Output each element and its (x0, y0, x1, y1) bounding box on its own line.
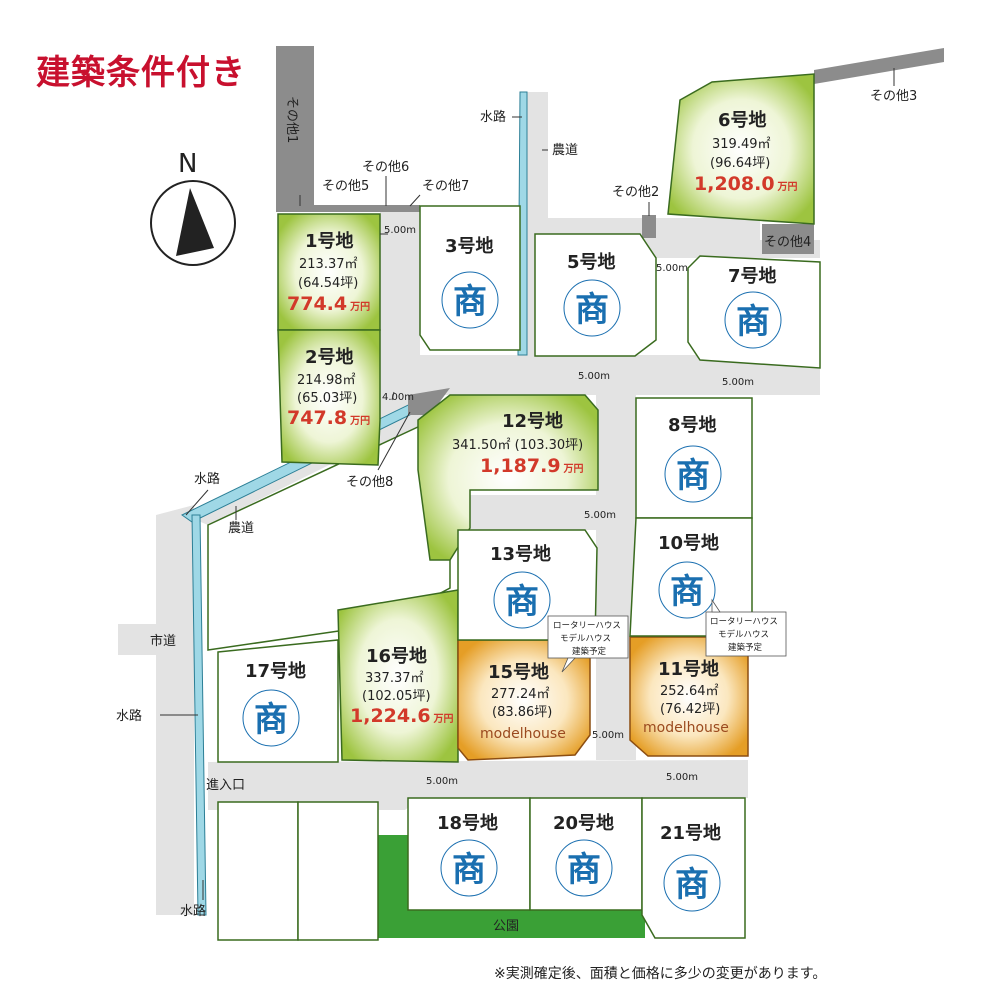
width-6: 5.00m (584, 510, 616, 521)
lot-7-name: 7号地 (728, 265, 777, 287)
label-suiro-left: 水路 (116, 708, 142, 724)
lot-2-area-tsubo: (65.03坪) (297, 391, 357, 406)
lot-15-modelhouse: modelhouse (480, 726, 566, 742)
lot-11-area-m2: 252.64㎡ (660, 684, 719, 699)
lot-21-name: 21号地 (660, 822, 721, 844)
green-lots (277, 73, 815, 763)
width-4: 5.00m (722, 377, 754, 388)
lot-15-area-m2: 277.24㎡ (491, 687, 550, 702)
lot-21-shop-icon: 商 (675, 865, 709, 905)
label-noudou-mid: 農道 (228, 521, 254, 536)
width-3: 5.00m (578, 371, 610, 382)
footnote: ※実測確定後、面積と価格に多少の変更があります。 (494, 965, 826, 982)
lot-15-area-tsubo: (83.86坪) (492, 705, 552, 720)
lot-8-shop-icon: 商 (676, 456, 710, 496)
label-suiro-top: 水路 (480, 109, 506, 125)
label-suiro-bottom: 水路 (180, 903, 206, 919)
lot-1-area-m2: 213.37㎡ (299, 257, 358, 272)
lot-17-name: 17号地 (245, 660, 306, 682)
lot-5-shop-icon: 商 (575, 290, 609, 330)
lot-11-area-tsubo: (76.42坪) (660, 702, 720, 717)
width-2: 5.00m (656, 263, 688, 274)
lot-20-name: 20号地 (553, 812, 614, 834)
label-sonota1: その他1 (284, 96, 299, 143)
lot-16-area-m2: 337.37㎡ (365, 671, 424, 686)
label-sonota3: その他3 (870, 89, 917, 104)
lot-6-area-m2: 319.49㎡ (712, 137, 771, 152)
width-5: 4.00m (382, 392, 414, 403)
lot-16-area-tsubo: (102.05坪) (362, 689, 431, 704)
road-widths: 5.00m 5.00m 5.00m 5.00m 4.00m 5.00m 5.00… (382, 225, 754, 787)
lot-2-name: 2号地 (305, 346, 354, 368)
lot-11-name: 11号地 (658, 658, 719, 680)
model-lots (457, 636, 749, 761)
lot-15-name: 15号地 (488, 661, 549, 683)
width-1: 5.00m (384, 225, 416, 236)
lot-10-shop-icon: 商 (670, 572, 704, 612)
lot-16-name: 16号地 (366, 645, 427, 667)
other-strips (276, 46, 944, 415)
north-compass-icon: N (150, 149, 236, 266)
park (378, 835, 645, 938)
width-9: 5.00m (666, 772, 698, 783)
unnamed-lots (207, 410, 451, 941)
lot-13-shop-icon: 商 (505, 582, 539, 622)
lot-10-name: 10号地 (658, 532, 719, 554)
label-kouen: 公園 (493, 919, 519, 934)
callout-15: ロータリーハウス モデルハウス 建築予定 (547, 615, 629, 673)
page-title: 建築条件付き (36, 53, 246, 93)
label-suiro-mid: 水路 (194, 471, 220, 487)
lot-11-modelhouse: modelhouse (643, 720, 729, 736)
label-sonota4: その他4 (764, 235, 811, 250)
lot-2-area-m2: 214.98㎡ (297, 373, 356, 388)
callout-11: ロータリーハウス モデルハウス 建築予定 (705, 598, 787, 657)
roads (118, 208, 820, 915)
callout-11-line2: モデルハウス (718, 629, 769, 640)
lot-12-area: 341.50㎡ (103.30坪) (452, 438, 583, 453)
label-sonota2: その他2 (612, 185, 659, 200)
width-8: 5.00m (426, 776, 458, 787)
compass-label: N (178, 149, 197, 179)
label-noudou-top: 農道 (552, 143, 578, 158)
lot-1-name: 1号地 (305, 230, 354, 252)
lot-18-shop-icon: 商 (452, 850, 486, 890)
width-7: 5.00m (592, 730, 624, 741)
callout-15-line3: 建築予定 (572, 646, 607, 657)
label-sonota6: その他6 (362, 160, 409, 175)
lot-1-area-tsubo: (64.54坪) (298, 276, 358, 291)
lot-6-area-tsubo: (96.64坪) (710, 156, 770, 171)
callout-15-line1: ロータリーハウス (553, 621, 621, 631)
lot-6-name: 6号地 (718, 109, 767, 131)
lot-8-name: 8号地 (668, 414, 717, 436)
label-sonota8: その他8 (346, 475, 393, 490)
label-shidou: 市道 (150, 633, 176, 649)
lot-17-shop-icon: 商 (254, 700, 288, 740)
callout-11-line1: ロータリーハウス (710, 617, 778, 627)
lot-5-name: 5号地 (567, 251, 616, 273)
label-shinyuuguchi: 進入口 (206, 778, 245, 793)
lot-18-name: 18号地 (437, 812, 498, 834)
callout-11-line3: 建築予定 (728, 642, 763, 653)
lot-20-shop-icon: 商 (567, 850, 601, 890)
callout-15-line2: モデルハウス (560, 633, 611, 644)
shop-lot-labels: 3号地 商 5号地 商 7号地 商 8号地 商 10号地 商 13号地 商 17… (242, 235, 782, 912)
lot-3-name: 3号地 (445, 235, 494, 257)
label-sonota7: その他7 (422, 179, 469, 194)
label-sonota5: その他5 (322, 179, 369, 194)
lot-13-name: 13号地 (490, 543, 551, 565)
lot-12-name: 12号地 (502, 410, 563, 432)
lot-7-shop-icon: 商 (736, 302, 770, 342)
lot-3-shop-icon: 商 (453, 282, 487, 322)
map-labels: その他1 その他5 その他6 その他7 その他2 その他3 その他4 その他8 … (116, 89, 917, 934)
leader-lines (160, 68, 895, 900)
